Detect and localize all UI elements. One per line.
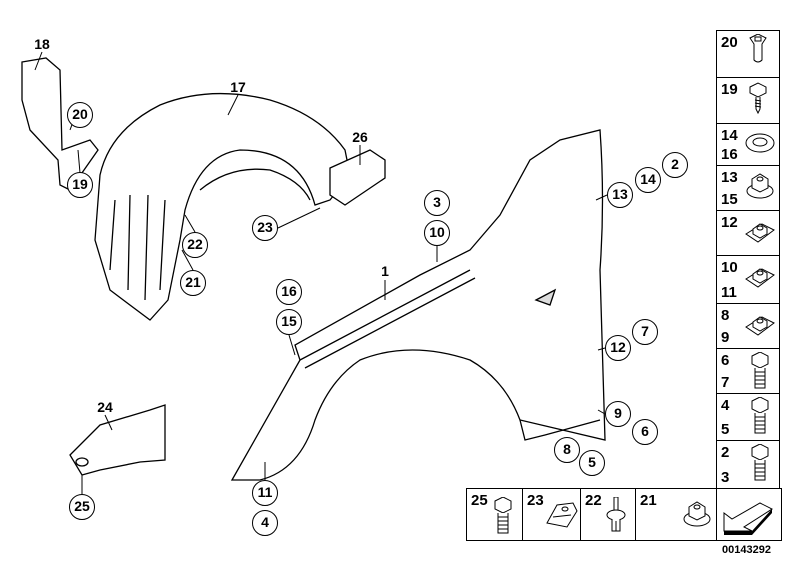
callout-19: 19 bbox=[67, 172, 93, 198]
spring-clip-icon bbox=[546, 502, 578, 528]
callout-3: 3 bbox=[424, 190, 450, 216]
part-number: 14 bbox=[721, 127, 738, 144]
cage-nut-icon bbox=[745, 223, 775, 243]
part-number: 15 bbox=[721, 190, 738, 208]
callout-16: 16 bbox=[276, 279, 302, 305]
part-number: 13 bbox=[721, 169, 738, 186]
callout-23: 23 bbox=[252, 215, 278, 241]
callout-4: 4 bbox=[252, 510, 278, 536]
bracket-24 bbox=[69, 404, 166, 476]
part-box-22: 22 bbox=[580, 488, 637, 541]
part-number: 19 bbox=[721, 81, 738, 98]
self-tapping-screw-icon bbox=[749, 82, 767, 115]
hex-bolt-icon bbox=[751, 397, 769, 434]
part-number: 12 bbox=[721, 214, 738, 231]
part-number: 22 bbox=[585, 492, 602, 509]
part-number: 9 bbox=[721, 328, 730, 346]
part-number: 23 bbox=[527, 492, 544, 509]
label-1: 1 bbox=[381, 263, 389, 279]
part-box-23: 23 bbox=[522, 488, 582, 541]
label-17: 17 bbox=[230, 79, 246, 95]
label-18: 18 bbox=[34, 36, 50, 52]
part-box-21: 21 bbox=[635, 488, 718, 541]
callout-25: 25 bbox=[69, 494, 95, 520]
part-number: 21 bbox=[640, 492, 657, 509]
part-number: 3 bbox=[721, 468, 730, 486]
part-number: 11 bbox=[721, 283, 737, 301]
callout-7: 7 bbox=[632, 319, 658, 345]
clip-nut-icon bbox=[749, 34, 767, 63]
part-number: 7 bbox=[721, 373, 730, 391]
part-box-arrow bbox=[716, 488, 782, 541]
part-box-19: 19 bbox=[716, 77, 780, 125]
wheel-arch-liner-17 bbox=[94, 92, 351, 321]
label-24: 24 bbox=[97, 399, 113, 415]
part-number: 25 bbox=[471, 492, 488, 509]
callout-6: 6 bbox=[632, 419, 658, 445]
callout-2: 2 bbox=[662, 152, 688, 178]
part-number: 10 bbox=[721, 259, 738, 276]
hex-bolt-icon bbox=[751, 444, 769, 481]
cage-nut-icon bbox=[745, 268, 775, 288]
washer-icon bbox=[745, 133, 775, 153]
fender bbox=[230, 129, 606, 481]
expanding-rivet-icon bbox=[606, 497, 626, 532]
diagram-number: 00143292 bbox=[722, 544, 771, 556]
label-26: 26 bbox=[352, 129, 368, 145]
part-number: 5 bbox=[721, 420, 730, 438]
part-number: 8 bbox=[721, 307, 730, 324]
callout-13: 13 bbox=[607, 182, 633, 208]
callout-11: 11 bbox=[252, 480, 278, 506]
callout-5: 5 bbox=[579, 450, 605, 476]
callout-9: 9 bbox=[605, 401, 631, 427]
part-number: 6 bbox=[721, 352, 730, 369]
part-number: 16 bbox=[721, 145, 738, 163]
collar-nut-icon bbox=[683, 501, 711, 527]
callout-8: 8 bbox=[554, 437, 580, 463]
part-number: 4 bbox=[721, 397, 730, 414]
collar-nut-icon bbox=[746, 173, 774, 199]
part-box-25: 25 bbox=[466, 488, 524, 541]
bracket-26 bbox=[329, 149, 386, 206]
cage-nut-icon bbox=[745, 316, 775, 336]
part-number: 2 bbox=[721, 444, 730, 461]
hex-bolt-icon bbox=[751, 352, 769, 389]
callout-21: 21 bbox=[180, 270, 206, 296]
part-number: 20 bbox=[721, 34, 738, 51]
direction-arrow-icon bbox=[723, 502, 774, 535]
hex-bolt-icon bbox=[494, 497, 512, 534]
callout-12: 12 bbox=[605, 335, 631, 361]
callout-14: 14 bbox=[635, 167, 661, 193]
callout-10: 10 bbox=[424, 220, 450, 246]
callout-20: 20 bbox=[67, 102, 93, 128]
callout-15: 15 bbox=[276, 309, 302, 335]
part-box-12: 12 bbox=[716, 210, 780, 257]
callout-22: 22 bbox=[182, 232, 208, 258]
part-box-20: 20 bbox=[716, 30, 780, 79]
